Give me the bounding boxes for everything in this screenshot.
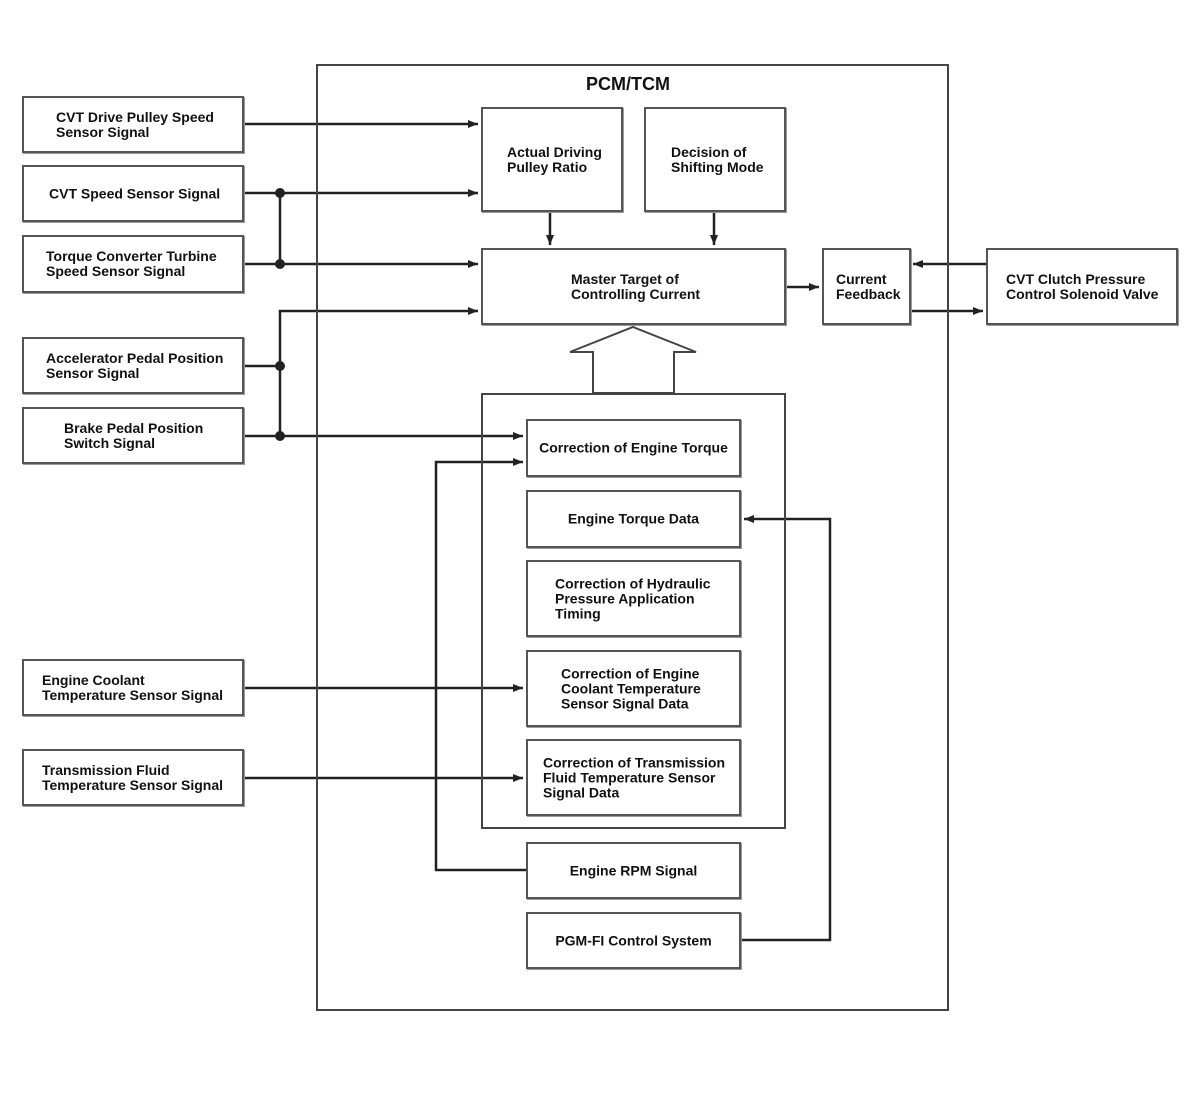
block-correction-engine-torque: Correction of Engine Torque xyxy=(526,419,741,477)
box-label: Correction of Engine Coolant Temperature… xyxy=(561,665,701,711)
box-label: Accelerator Pedal Position Sensor Signal xyxy=(46,349,224,381)
arrow-pedal-bus-to-master xyxy=(278,307,478,436)
block-actual-driving-pulley-ratio: Actual Driving Pulley Ratio xyxy=(481,107,623,212)
box-label: Transmission Fluid Temperature Sensor Si… xyxy=(42,761,224,793)
block-current-feedback: Current Feedback xyxy=(822,248,911,325)
box-label: CVT Speed Sensor Signal xyxy=(49,185,221,201)
input-accelerator-pedal: Accelerator Pedal Position Sensor Signal xyxy=(22,337,244,394)
block-correction-hydraulic-pressure: Correction of Hydraulic Pressure Applica… xyxy=(526,560,741,637)
input-torque-converter-turbine: Torque Converter Turbine Speed Sensor Si… xyxy=(22,235,244,293)
pcm-tcm-frame xyxy=(316,64,949,1011)
input-brake-pedal: Brake Pedal Position Switch Signal xyxy=(22,407,244,464)
box-label: Brake Pedal Position Switch Signal xyxy=(64,419,204,451)
box-label: Engine RPM Signal xyxy=(569,862,698,878)
block-engine-rpm-signal: Engine RPM Signal xyxy=(526,842,741,899)
block-pgm-fi-control-system: PGM-FI Control System xyxy=(526,912,741,969)
block-correction-coolant-temperature: Correction of Engine Coolant Temperature… xyxy=(526,650,741,727)
block-master-target: Master Target of Controlling Current xyxy=(481,248,786,325)
box-label: CVT Drive Pulley Speed Sensor Signal xyxy=(56,108,214,140)
box-label: Master Target of Controlling Current xyxy=(571,270,701,302)
block-decision-of-shifting-mode: Decision of Shifting Mode xyxy=(644,107,786,212)
junction-dot xyxy=(275,431,285,441)
arrow-pgmfi-to-torque-data xyxy=(741,515,832,942)
box-label: Correction of Transmission Fluid Tempera… xyxy=(543,754,726,800)
box-label: PGM-FI Control System xyxy=(555,932,712,948)
correction-group-frame xyxy=(481,393,786,829)
box-label: Correction of Engine Torque xyxy=(539,439,728,456)
input-cvt-drive-pulley-speed: CVT Drive Pulley Speed Sensor Signal xyxy=(22,96,244,153)
hollow-up-arrow xyxy=(569,325,697,394)
box-label: CVT Clutch Pressure Control Solenoid Val… xyxy=(1006,270,1159,302)
box-label: Engine Torque Data xyxy=(567,510,700,527)
box-label: Torque Converter Turbine Speed Sensor Si… xyxy=(46,248,217,279)
box-label: Current Feedback xyxy=(836,270,901,302)
input-cvt-speed-sensor: CVT Speed Sensor Signal xyxy=(22,165,244,222)
junction-dot xyxy=(275,259,285,269)
pcm-tcm-title: PCM/TCM xyxy=(586,74,670,94)
box-label: Correction of Hydraulic Pressure Applica… xyxy=(555,575,711,621)
box-label: Engine Coolant Temperature Sensor Signal xyxy=(42,671,224,703)
junction-dot xyxy=(275,361,285,371)
input-engine-coolant: Engine Coolant Temperature Sensor Signal xyxy=(22,659,244,716)
box-label: Decision of Shifting Mode xyxy=(671,143,764,175)
block-cvt-clutch-solenoid-valve: CVT Clutch Pressure Control Solenoid Val… xyxy=(986,248,1178,325)
box-label: Actual Driving Pulley Ratio xyxy=(507,143,602,175)
block-engine-torque-data: Engine Torque Data xyxy=(526,490,741,548)
input-transmission-fluid: Transmission Fluid Temperature Sensor Si… xyxy=(22,749,244,806)
junction-dot xyxy=(275,188,285,198)
arrow-rpm-to-torque-correction xyxy=(434,458,526,872)
block-correction-transmission-fluid: Correction of Transmission Fluid Tempera… xyxy=(526,739,741,816)
